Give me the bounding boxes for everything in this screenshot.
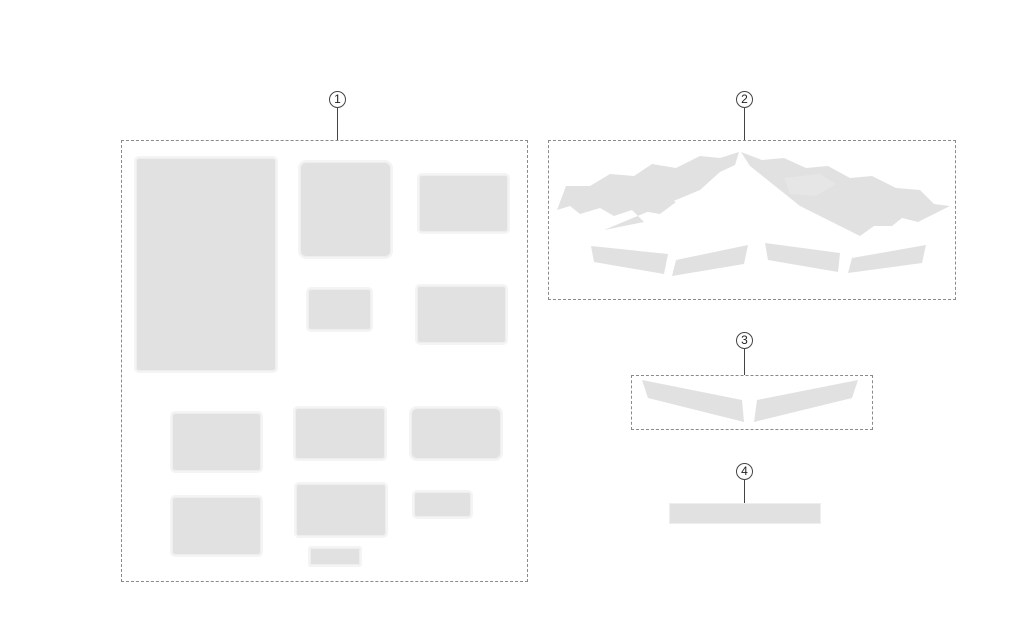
stripe-pair-group-3 [631,375,873,430]
leader-line-1 [337,108,338,140]
decal-panel [308,289,371,330]
decal-sheet-group-1 [121,140,528,582]
decal-panel [419,175,508,232]
decal-panel [172,413,261,471]
callout-4: 4 [736,463,753,480]
fairing-graphic-right [741,152,950,236]
decal-panel [300,162,391,257]
leader-line-3 [744,349,745,375]
callout-3: 3 [736,332,753,349]
callout-4-label: 4 [741,464,748,478]
fairing-stripe [848,245,926,273]
fairing-graphic-left [557,152,739,230]
callout-2-label: 2 [741,92,748,106]
fairing-graphics-group-2 [548,140,956,300]
strip-decal-4 [669,503,821,524]
leader-line-2 [744,108,745,140]
decal-panel [172,497,261,555]
fairing-stripe [765,243,840,272]
callout-1: 1 [329,91,346,108]
fairing-graphic-left-notch [640,196,676,214]
decal-panel [417,286,506,343]
fairing-stripe [591,246,668,274]
decal-panel [296,484,386,536]
fairing-graphic-right-lettering [784,174,836,196]
decal-panel [310,548,360,565]
leader-line-4 [744,480,745,503]
stripe-left [642,380,744,422]
decal-large-panel [136,158,276,371]
callout-1-label: 1 [334,92,341,106]
decal-panel [411,408,501,459]
decal-panel [295,408,385,459]
callout-2: 2 [736,91,753,108]
callout-3-label: 3 [741,333,748,347]
decal-panel [414,492,471,517]
fairing-stripe [672,245,748,276]
stripe-right [754,380,858,422]
